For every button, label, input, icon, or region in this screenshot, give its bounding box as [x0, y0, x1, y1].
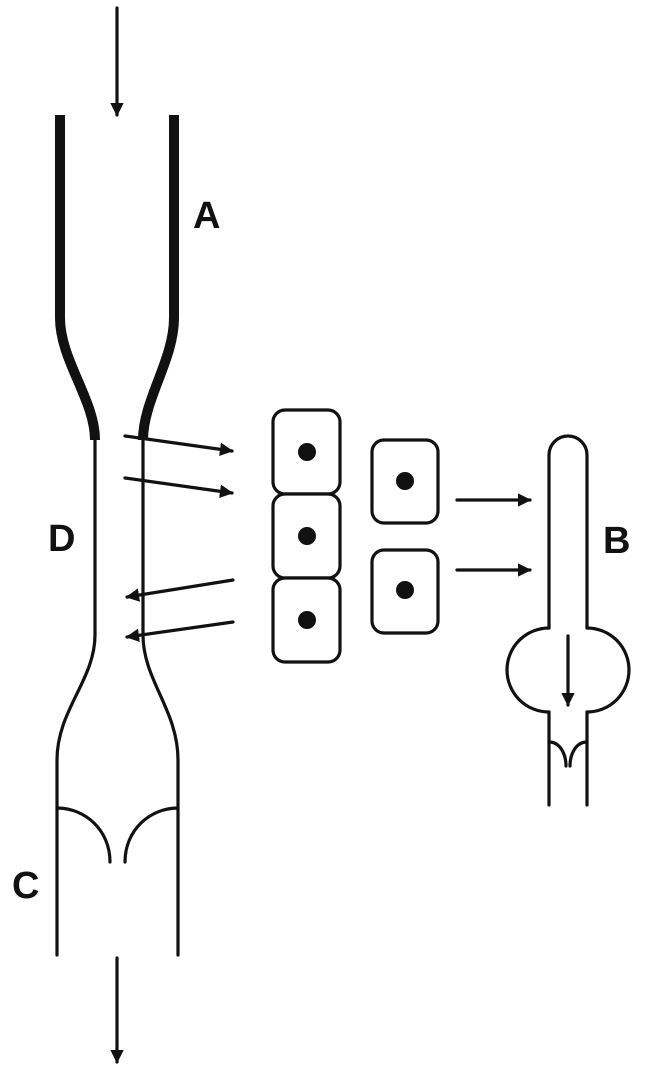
vessel-valve — [55, 806, 180, 864]
cell-stack — [271, 408, 342, 664]
vessel-narrow-section — [93, 436, 145, 637]
label-b: B — [603, 520, 630, 562]
vessel-upper-walls — [55, 115, 179, 441]
transfer-arrows — [455, 493, 532, 577]
vessel-lower-section — [55, 633, 180, 957]
label-c: C — [12, 865, 39, 907]
label-d: D — [48, 518, 75, 560]
small-vessel — [505, 434, 631, 807]
influx-arrows — [125, 578, 235, 642]
nucleus-icon — [298, 443, 316, 461]
nucleus-icon — [298, 527, 316, 545]
nucleus-icon — [396, 472, 414, 490]
nucleus-icon — [298, 611, 316, 629]
efflux-arrows — [123, 434, 234, 498]
cell-pair — [370, 438, 440, 635]
nucleus-icon — [396, 581, 414, 599]
label-a: A — [193, 195, 220, 237]
